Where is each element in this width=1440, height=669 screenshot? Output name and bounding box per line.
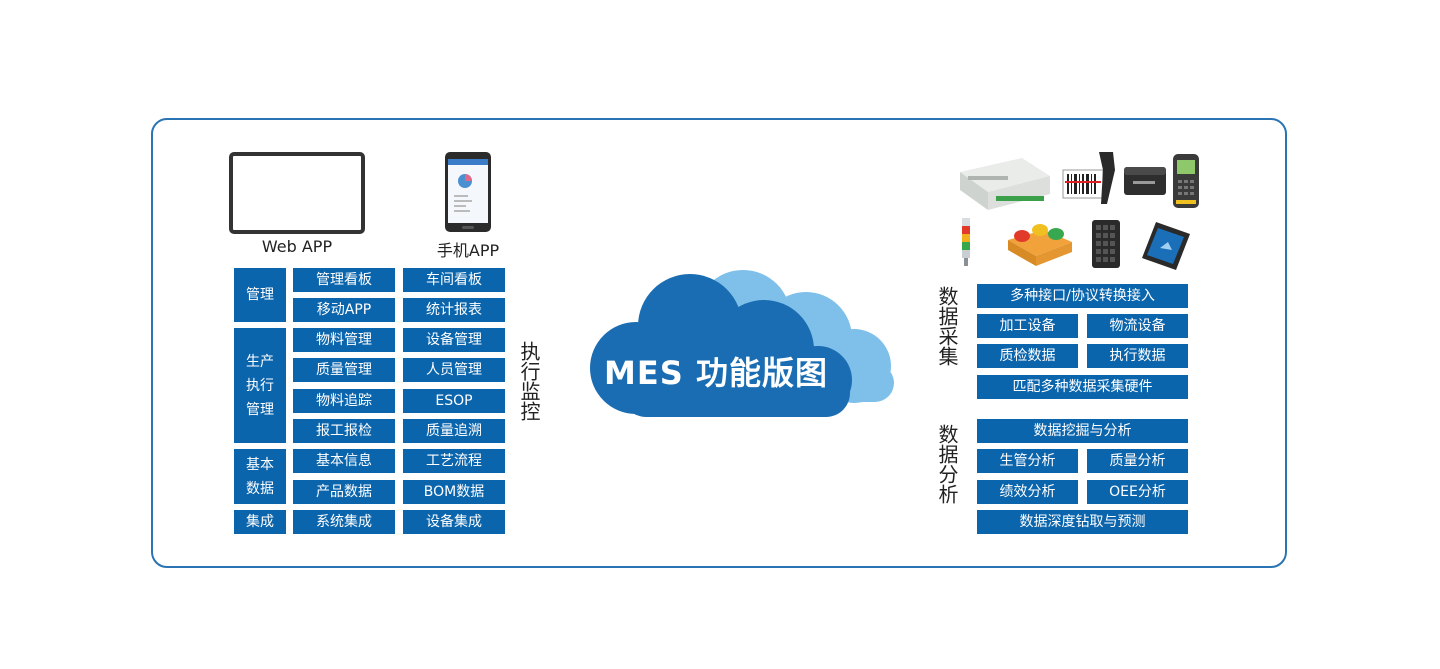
keypad-icon	[1092, 220, 1120, 268]
da-performance-analysis: 绩效分析	[977, 480, 1078, 504]
dc-execution-data: 执行数据	[1087, 344, 1188, 368]
data-collection-label: 数据采集	[935, 286, 959, 366]
item-device-integration: 设备集成	[403, 510, 505, 534]
dc-hardware-matching: 匹配多种数据采集硬件	[977, 375, 1188, 399]
item-process-flow: 工艺流程	[403, 449, 505, 473]
category-management: 管理	[234, 268, 286, 322]
signal-tower-icon	[962, 218, 970, 266]
category-line: 数据	[246, 480, 274, 497]
category-basic-data: 基本 数据	[234, 449, 286, 504]
item-basic-info: 基本信息	[293, 449, 395, 473]
plc-controller-icon	[960, 158, 1050, 210]
da-data-mining: 数据挖掘与分析	[977, 419, 1188, 443]
da-oee-analysis: OEE分析	[1087, 480, 1188, 504]
item-quality-trace: 质量追溯	[403, 419, 505, 443]
item-esop: ESOP	[403, 389, 505, 413]
andon-button-box-icon	[1008, 224, 1072, 266]
dc-inspection-data: 质检数据	[977, 344, 1078, 368]
web-app-label: Web APP	[261, 237, 333, 256]
data-analysis-label: 数据分析	[935, 424, 959, 504]
category-line: 生产	[246, 353, 274, 370]
item-work-report: 报工报检	[293, 419, 395, 443]
item-equipment-management: 设备管理	[403, 328, 505, 352]
barcode-scanner-icon	[1062, 152, 1115, 204]
exec-monitor-label: 执行监控	[517, 341, 541, 421]
item-system-integration: 系统集成	[293, 510, 395, 534]
category-line: 基本	[246, 456, 274, 473]
da-production-analysis: 生管分析	[977, 449, 1078, 473]
item-bom-data: BOM数据	[403, 480, 505, 504]
category-line: 执行	[246, 377, 274, 394]
handheld-terminal-icon	[1173, 154, 1199, 208]
monitor-icon	[229, 152, 365, 234]
category-line: 管理	[246, 401, 274, 418]
item-management-board: 管理看板	[293, 268, 395, 292]
item-product-data: 产品数据	[293, 480, 395, 504]
da-drilldown-prediction: 数据深度钻取与预测	[977, 510, 1188, 534]
item-quality-management: 质量管理	[293, 358, 395, 382]
item-mobile-app: 移动APP	[293, 298, 395, 322]
diagram-frame	[151, 118, 1287, 568]
category-production-execution: 生产 执行 管理	[234, 328, 286, 443]
da-quality-analysis: 质量分析	[1087, 449, 1188, 473]
cloud-title: MES 功能版图	[604, 354, 828, 392]
dc-processing-equipment: 加工设备	[977, 314, 1078, 338]
item-workshop-board: 车间看板	[403, 268, 505, 292]
cloud-icon	[590, 270, 894, 417]
item-personnel-management: 人员管理	[403, 358, 505, 382]
item-statistics-report: 统计报表	[403, 298, 505, 322]
category-integration: 集成	[234, 510, 286, 534]
phone-icon	[445, 152, 491, 232]
dc-multi-interface: 多种接口/协议转换接入	[977, 284, 1188, 308]
label-printer-icon	[1124, 167, 1166, 195]
item-material-tracking: 物料追踪	[293, 389, 395, 413]
item-material-management: 物料管理	[293, 328, 395, 352]
mobile-app-label: 手机APP	[436, 241, 500, 260]
rugged-tablet-icon	[1142, 222, 1190, 270]
dc-logistics-equipment: 物流设备	[1087, 314, 1188, 338]
